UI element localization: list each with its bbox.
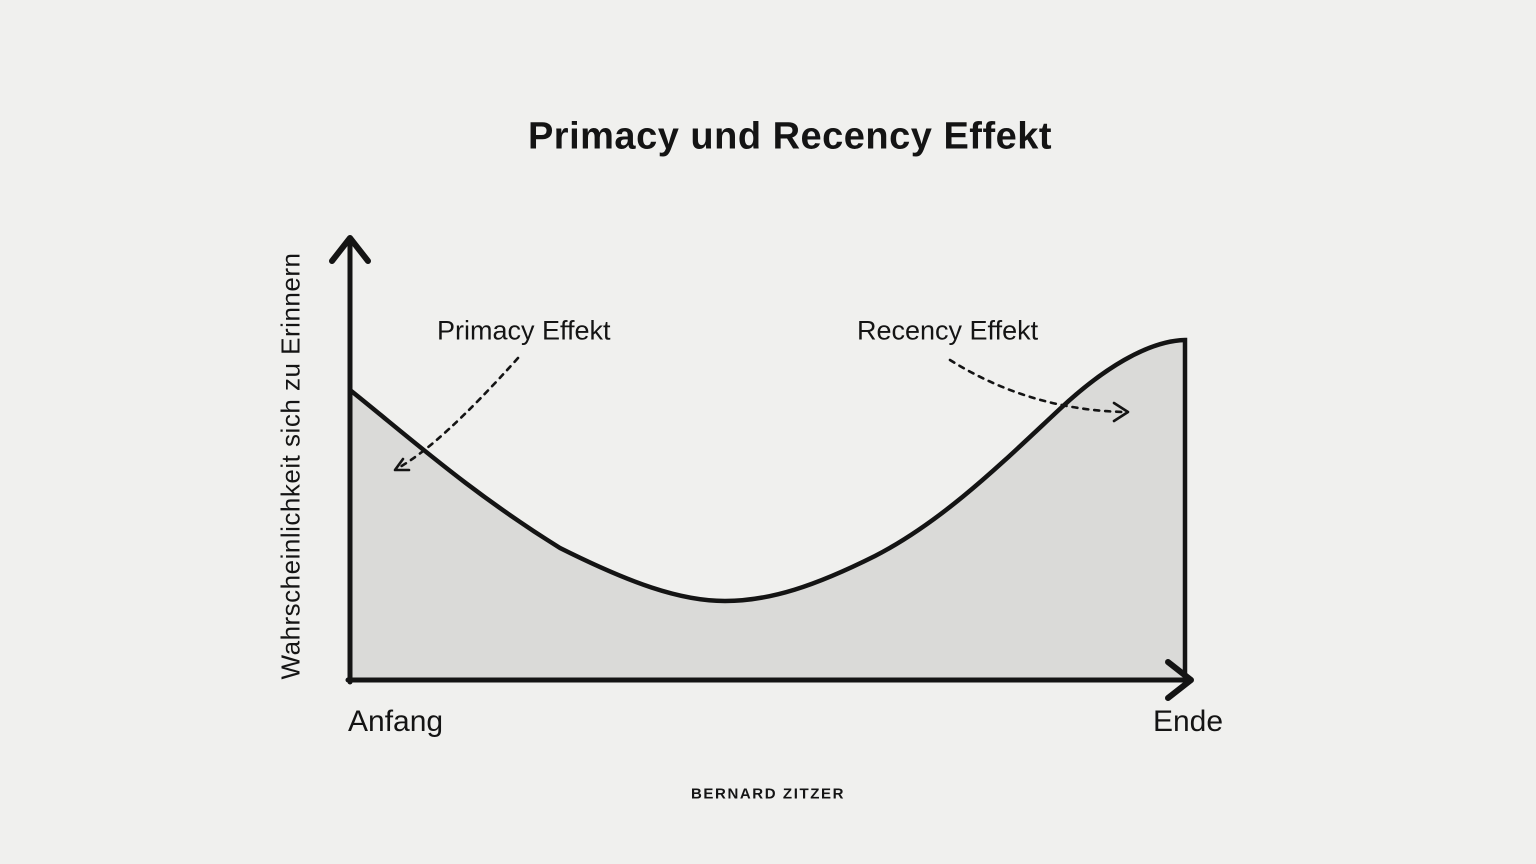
recency-annotation-arrow <box>948 358 1127 414</box>
curve-area-fill <box>350 340 1185 678</box>
x-axis-arrowhead-icon <box>1165 659 1194 701</box>
chart-title: Primacy und Recency Effekt <box>527 115 1053 158</box>
y-axis-label: Wahrscheinlichkeit sich zu Erinnern <box>275 252 306 680</box>
recency-arrowhead-icon <box>1112 401 1130 423</box>
annotation-recency-label: Recency Effekt <box>857 315 1039 346</box>
primacy-annotation-arrow <box>396 356 520 470</box>
x-axis-end-label: Ende <box>1152 705 1224 738</box>
x-axis-start-label: Anfang <box>348 705 444 738</box>
annotation-primacy-label: Primacy Effekt <box>437 315 611 346</box>
primacy-arrowhead-icon <box>393 457 411 472</box>
serial-position-curve <box>348 337 1188 679</box>
footer-credit: BERNARD ZITZER <box>690 785 846 803</box>
y-axis-arrowhead-icon <box>329 235 371 264</box>
